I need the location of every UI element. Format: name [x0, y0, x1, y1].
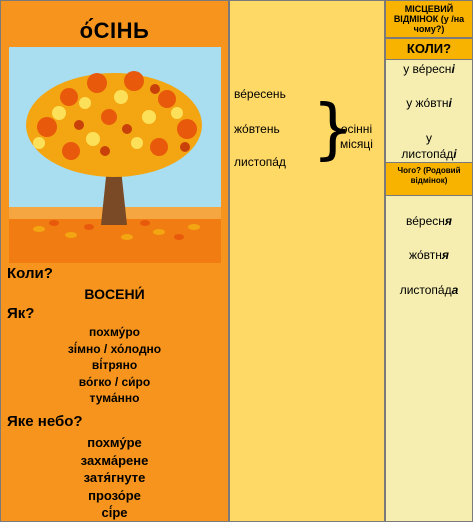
autumn-months-note: осінні місяці — [340, 122, 373, 152]
note-line: осінні — [340, 122, 373, 136]
locative-case-header: МІСЦЕВИЙ ВІДМІНОК (у /на чому?) — [385, 0, 473, 38]
how-item: зі́мно / хо́лодно — [67, 341, 162, 356]
word-ending: і — [453, 147, 457, 161]
word-stem: у жо́втн — [406, 96, 449, 110]
note-line: місяці — [340, 137, 373, 151]
word-prefix: у — [426, 131, 432, 145]
word-ending: я — [444, 214, 452, 228]
sky-item: затя́гнуте — [83, 470, 146, 485]
sky-item: похму́ре — [87, 435, 142, 450]
when-header: КОЛИ? — [385, 38, 473, 60]
sky-item: прозо́ре — [88, 487, 141, 503]
word-ending: і — [451, 62, 455, 76]
how-item: похму́ро — [88, 325, 140, 339]
brace-symbol: } — [312, 90, 354, 167]
word-stem: ве́ресн — [406, 214, 445, 228]
how-item: тума́нно — [89, 391, 140, 405]
right-column — [385, 0, 473, 522]
word-stem: у ве́ресн — [403, 62, 452, 76]
genitive-item-november: листопа́да — [385, 283, 473, 297]
word-ending: я — [441, 248, 449, 262]
word-stem: листопа́д — [399, 283, 452, 297]
how-item: ві́тряно — [91, 358, 138, 372]
genitive-item-october: жо́втня — [385, 248, 473, 262]
month-october: жо́втень — [234, 122, 280, 136]
genitive-case-header: Чого? (Родовий відмінок) — [385, 162, 473, 196]
how-item: во́гко / си́ро — [78, 374, 151, 389]
question-how: Як? — [7, 305, 35, 322]
middle-column — [229, 0, 385, 522]
genitive-item-september: ве́ресня — [385, 214, 473, 228]
sky-item: сі́ре — [101, 505, 128, 520]
sky-list: похму́ре захма́рене затя́гнуте прозо́ре … — [0, 434, 229, 522]
question-when: Коли? — [7, 265, 53, 282]
word-stem: жо́втн — [408, 248, 442, 262]
month-november: листопа́д — [234, 155, 286, 169]
month-september: ве́ресень — [234, 87, 286, 101]
how-list: похму́ро зі́мно / хо́лодно ві́тряно во́г… — [0, 324, 229, 407]
question-sky: Яке небо? — [7, 413, 83, 430]
word-ending: а — [451, 283, 459, 297]
locative-item-september: у ве́ресні — [385, 62, 473, 76]
locative-item-november: у листопа́ді — [385, 130, 473, 162]
sky-item: захма́рене — [80, 452, 149, 468]
answer-when: ВОСЕНИ́ — [84, 286, 145, 302]
season-title: ό́СІНЬ — [79, 18, 150, 43]
word-ending: і — [448, 96, 452, 110]
word-stem: листопа́д — [401, 147, 454, 161]
locative-item-october: у жо́втні — [385, 96, 473, 110]
autumn-tree-picture — [9, 47, 221, 263]
